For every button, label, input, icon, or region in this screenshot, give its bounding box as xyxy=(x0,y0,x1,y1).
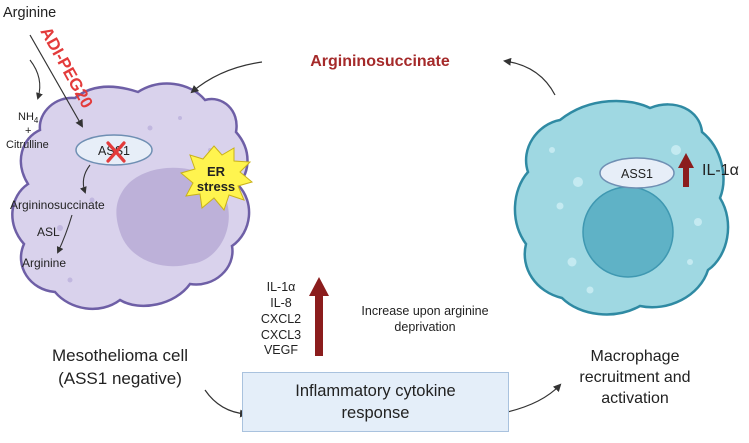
er-stress-starburst-icon xyxy=(179,145,254,212)
citrulline-label: Citrulline xyxy=(6,139,49,151)
cytokine-item: IL-8 xyxy=(270,296,292,310)
macro-to-argininosuccinate-arrow xyxy=(503,57,556,96)
plus-label: + xyxy=(25,125,31,137)
nh4-label: NH4 xyxy=(18,111,39,125)
meso-to-response-arrow xyxy=(204,389,248,418)
macro-up-arrow-icon xyxy=(678,153,694,187)
macro-label-line2: recruitment and xyxy=(579,369,690,386)
cytokine-item: CXCL2 xyxy=(261,312,301,326)
macro-label-line3: activation xyxy=(601,390,669,407)
response-line2: response xyxy=(341,404,410,422)
red-x-icon xyxy=(106,141,126,163)
ass1-to-argininosuccinate-arrow xyxy=(80,164,91,194)
meso-label-line1: Mesothelioma cell xyxy=(52,346,188,365)
up-arrow-icon xyxy=(309,277,329,356)
arginine-to-ass1-arrow xyxy=(29,34,83,128)
cytokine-item: CXCL3 xyxy=(261,328,301,342)
arginine-inner-label: Arginine xyxy=(22,256,66,270)
increase-line1: Increase upon arginine xyxy=(361,304,488,318)
macro-ass1-label: ASS1 xyxy=(621,167,653,181)
cytokine-item: VEGF xyxy=(264,343,298,357)
argininosuccinate-to-meso-arrow xyxy=(190,61,263,94)
macro-il1a-label: IL-1α xyxy=(702,162,739,179)
response-line1: Inflammatory cytokine xyxy=(295,382,456,400)
argininosuccinate-inner-label: Argininosuccinate xyxy=(10,198,105,212)
arginine-to-nh4-arrow xyxy=(29,59,43,100)
macro-label-line1: Macrophage xyxy=(591,348,680,365)
cytokine-item: IL-1α xyxy=(267,280,296,294)
cytokine-list: IL-1α IL-8 CXCL2 CXCL3 VEGF xyxy=(261,280,301,357)
arginine-top-label: Arginine xyxy=(3,5,56,21)
asl-label: ASL xyxy=(37,225,60,239)
er-stress-line2: stress xyxy=(197,179,235,194)
argininosuccinate-cycle-label: Argininosuccinate xyxy=(310,53,450,70)
asl-arrow xyxy=(56,214,73,254)
macro-ass1-enzyme xyxy=(599,157,675,189)
increase-line2: deprivation xyxy=(394,320,455,334)
macrophage-cell xyxy=(513,99,730,316)
er-stress-line1: ER xyxy=(207,164,226,179)
macro-nucleus xyxy=(582,186,674,278)
inflammatory-response-box: Inflammatory cytokine response xyxy=(242,372,509,432)
meso-label-line2: (ASS1 negative) xyxy=(58,369,182,388)
